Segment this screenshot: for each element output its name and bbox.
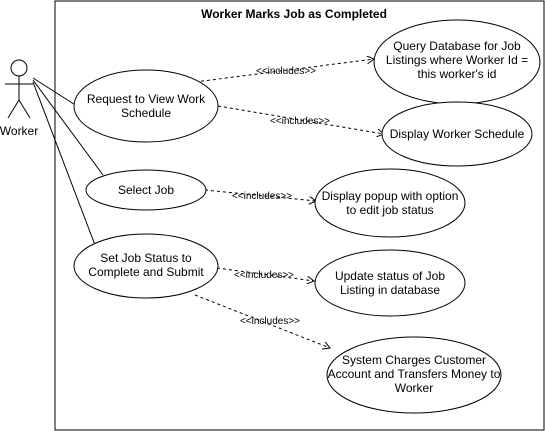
include-arrow-query-db <box>194 59 374 83</box>
use-case-label: Query Database for Job <box>393 39 521 53</box>
use-case-label: Complete and Submit <box>88 265 204 279</box>
use-case-update-status: Update status of Job Listing in database <box>314 249 466 317</box>
include-arrow-display-schedule <box>217 105 384 134</box>
include-arrow-display-popup <box>204 189 316 201</box>
include-label-charge-customer: <<includes>> <box>240 316 300 327</box>
use-case-label: this worker's id <box>418 67 497 81</box>
use-case-label: Display Worker Schedule <box>390 127 525 141</box>
association-request-schedule <box>32 77 78 107</box>
actor-head <box>10 59 28 77</box>
actor-left-leg <box>7 99 20 119</box>
actor-label: Worker <box>0 124 38 138</box>
association-set-status <box>32 81 96 246</box>
use-case-charge-customer: System Charges Customer Account and Tran… <box>326 336 502 414</box>
use-case-label: Set Job Status to <box>100 251 192 265</box>
use-case-label: to edit job status <box>346 203 433 217</box>
actor-right-leg <box>18 99 31 119</box>
use-case-label: Worker <box>395 381 433 395</box>
system-title: Worker Marks Job as Completed <box>201 7 387 21</box>
include-arrow-charge-customer <box>194 294 330 348</box>
use-case-label: Select Job <box>118 183 174 197</box>
use-case-set-status: Set Job Status to Complete and Submit <box>73 233 219 299</box>
use-case-label: Request to View Work <box>87 92 206 106</box>
use-case-label: System Charges Customer <box>342 353 486 367</box>
include-label-display-schedule: <<includes>> <box>270 116 330 127</box>
use-case-display-schedule: Display Worker Schedule <box>381 101 533 167</box>
use-case-label: Listing in database <box>340 283 440 297</box>
use-case-label: Schedule <box>121 106 171 120</box>
include-arrow-update-status <box>216 267 314 281</box>
use-case-query-db: Query Database for Job Listings where Wo… <box>373 19 541 105</box>
use-case-display-popup: Display popup with option to edit job st… <box>314 168 466 238</box>
use-case-label: Listings where Worker Id = <box>386 53 528 67</box>
include-label-query-db: <<includes>> <box>256 66 316 77</box>
use-case-label: Update status of Job <box>335 269 445 283</box>
worker-actor: Worker <box>0 59 38 138</box>
use-case-label: Account and Transfers Money to <box>328 367 501 381</box>
include-label-display-popup: <<includes>> <box>232 191 292 202</box>
use-case-label: Display popup with option <box>322 189 459 203</box>
association-select-job <box>32 79 104 176</box>
include-label-update-status: <<includes>> <box>234 270 294 281</box>
use-case-request-schedule: Request to View Work Schedule <box>73 69 219 143</box>
use-case-select-job: Select Job <box>85 169 207 211</box>
